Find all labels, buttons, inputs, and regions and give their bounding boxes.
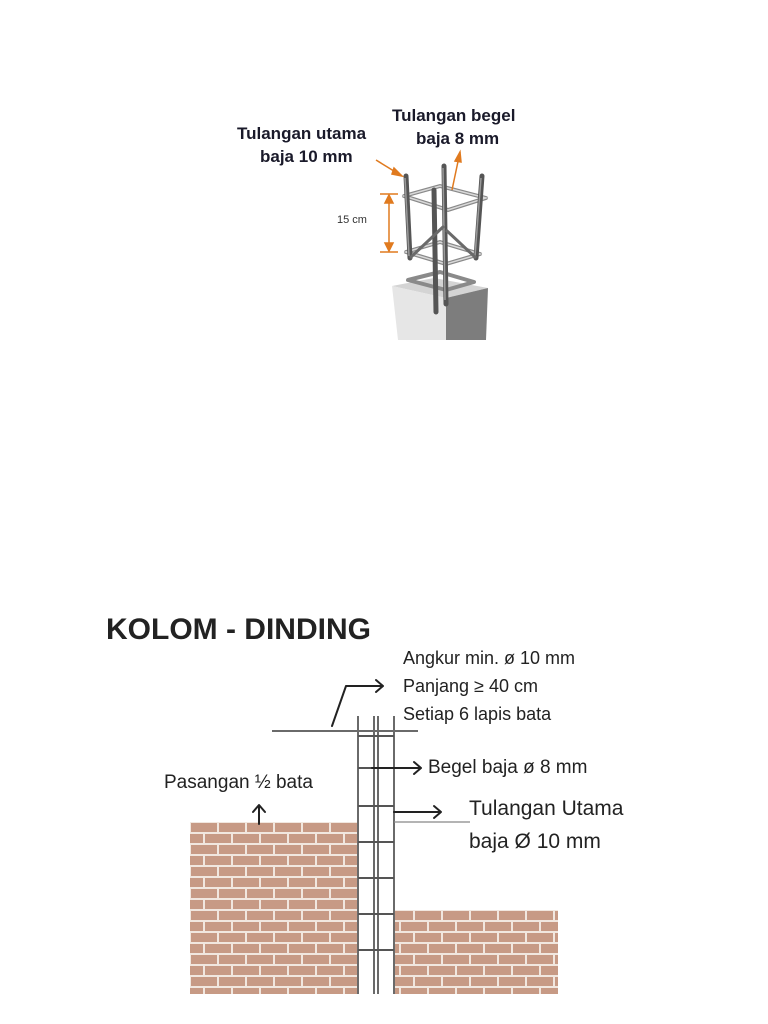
brick-wall-left <box>190 822 358 994</box>
rebar-cage-drawing <box>375 149 489 340</box>
main-rebars <box>403 163 485 315</box>
dimension-15cm <box>380 193 398 253</box>
concrete-block-left <box>392 286 446 340</box>
anchor-label-line3: Setiap 6 lapis bata <box>403 704 552 724</box>
main-rebar-label-line1: Tulangan utama <box>237 124 367 143</box>
dimension-label: 15 cm <box>337 214 367 226</box>
brick-wall-right <box>394 910 558 994</box>
anchor-label-line2: Panjang ≥ 40 cm <box>403 676 538 696</box>
main-rebar-label-line1: Tulangan Utama <box>469 797 624 820</box>
stirrup-label-line2: baja 8 mm <box>416 129 500 148</box>
stirrup-label-line1: Tulangan begel <box>392 106 516 125</box>
stirrup-label: Begel baja ø 8 mm <box>428 757 588 778</box>
diagram-title: KOLOM - DINDING <box>106 613 371 646</box>
anchor-arrow <box>331 685 383 727</box>
anchor-label-line1: Angkur min. ø 10 mm <box>403 648 576 668</box>
main-rebar-label-line2: baja Ø 10 mm <box>469 830 601 853</box>
wall-label: Pasangan ½ bata <box>164 772 313 793</box>
main-rebar-label-line2: baja 10 mm <box>260 147 353 166</box>
concrete-block-right <box>446 288 488 340</box>
column-rebar <box>357 716 395 994</box>
